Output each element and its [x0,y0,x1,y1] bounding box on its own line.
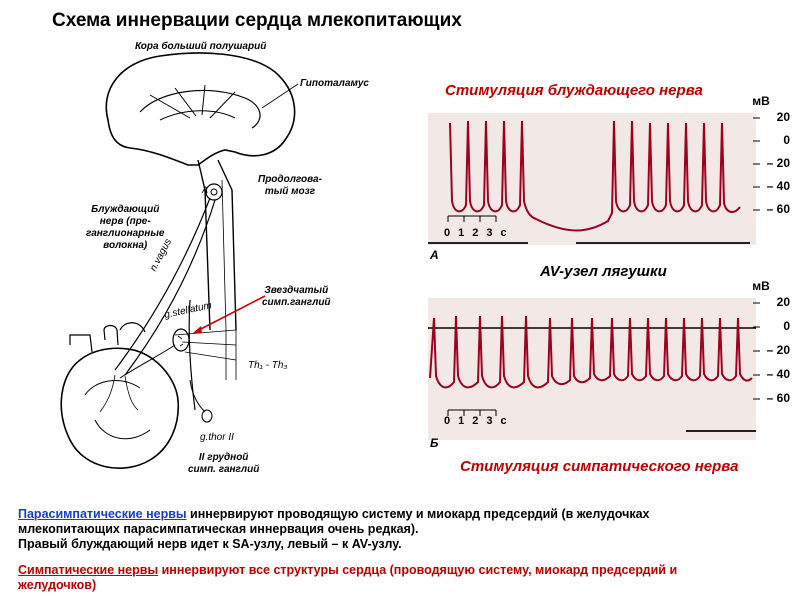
page-title: Схема иннервации сердца млекопитающих [52,10,462,31]
y-axis-ticks-top [753,117,760,211]
tick-20-top: 20 [776,110,790,124]
vagus-route-text: Правый блуждающий нерв идет к SA-узлу, л… [18,537,402,551]
brain-outline [105,52,296,166]
y-axis-top: 20 0 – 20 – 40 – 60 [756,110,800,220]
trace-box-top [428,113,756,245]
vagus-nerve [114,197,211,371]
unit-label-top: мВ [752,94,770,108]
brain-inner-fold [139,89,261,129]
medulla-label: Продолгова- тый мозг [258,174,322,197]
vagal-stimulation-title: Стимуляция блуждающего нерва [445,82,703,99]
tick-m20-bottom: – 20 [766,343,790,357]
y-axis-ticks-bottom [753,302,760,400]
tick-m20-top: – 20 [766,156,790,170]
y-axis-bottom: 20 0 – 20 – 40 – 60 [756,295,800,407]
tick-0-top: 0 [783,133,790,147]
tick-m40-top: – 40 [766,179,790,193]
stellate-pointer [194,295,266,333]
sympathetic-stimulation-title: Стимуляция симпатического нерва [460,458,739,475]
hypothalamus-label: Гипоталамус [300,78,369,89]
sympathetic-paragraph: Симпатические нервы иннервируют все стру… [18,563,678,592]
tick-m60-top: – 60 [766,202,790,216]
trace-sympathetic [428,315,756,432]
heart-outline [60,347,180,469]
tick-20-bottom: 20 [776,295,790,309]
letter-a-label: A [202,185,209,195]
unit-label-bottom: мВ [752,279,770,293]
tick-m60-bottom: – 60 [766,391,790,405]
brainstem [197,159,237,331]
g-thor-label: g.thor II [200,432,234,443]
panel-a-label: А [430,248,439,262]
parasympathetic-link[interactable]: Парасимпатические нервы [18,507,187,521]
sympathetic-chain [188,299,196,411]
vagus-label: Блуждающий нерв (пре- ганглионарные воло… [86,204,165,251]
thoracic-label: II грудной симп. ганглий [188,452,260,475]
trace-vagal [428,120,750,244]
th-label: Th₁ - Th₃ [248,360,288,371]
panel-b-label: Б [430,436,439,450]
scale-top: 0 1 2 3 с [444,227,507,239]
parasympathetic-paragraph: Парасимпатические нервы иннервируют пров… [18,507,650,551]
ap-trace-sympathetic [429,315,753,389]
cortex-label: Кора больший полушарий [135,41,267,52]
tick-0-bottom: 0 [783,319,790,333]
ap-trace-vagal [449,120,741,232]
innervation-diagram [60,52,299,469]
scale-bottom: 0 1 2 3 с [444,415,507,427]
av-node-title: AV-узел лягушки [540,263,667,280]
stellate-label: Звездчатый симп.ганглий [262,285,331,308]
sympathetic-link: Симпатические нервы [18,563,159,577]
tick-m40-bottom: – 40 [766,367,790,381]
